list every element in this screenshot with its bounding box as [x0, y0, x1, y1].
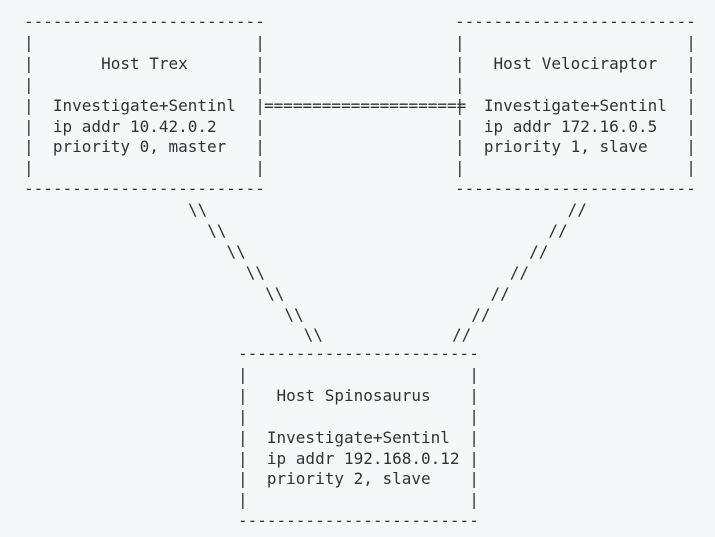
trex-border-bottom: -------------------------: [24, 179, 265, 199]
trex-row-blank-3: | |: [24, 158, 265, 178]
node-box-spinosaurus: ------------------------- | | | Host Spi…: [238, 332, 479, 532]
spinosaurus-border-top: -------------------------: [238, 344, 479, 363]
diag-left-row-2: \\: [188, 220, 227, 240]
diag-right-row-3: //: [452, 241, 549, 261]
trex-row-title: | Host Trex |: [24, 53, 265, 73]
diag-left-row-5: \\: [188, 283, 285, 303]
velociraptor-row-ip: | ip addr 172.16.0.5 |: [455, 116, 696, 136]
trex-row-priority: | priority 0, master |: [24, 137, 265, 157]
trex-row-ip: | ip addr 10.42.0.2 |: [24, 116, 265, 136]
trex-row-service: | Investigate+Sentinl |: [24, 95, 265, 115]
node-box-trex: ------------------------- | | | Host Tre…: [24, 0, 265, 200]
diag-right-row-1: //: [452, 200, 587, 219]
diag-right-row-4: //: [452, 262, 530, 282]
diag-left-row-6: \\: [188, 304, 304, 324]
diag-right-row-6: //: [452, 304, 491, 324]
spinosaurus-row-title: | Host Spinosaurus |: [238, 385, 479, 405]
diag-left-row-1: \\: [188, 200, 208, 219]
diag-left-row-7: \\: [188, 325, 323, 345]
diag-left-row-3: \\: [188, 241, 246, 261]
velociraptor-border-bottom: -------------------------: [455, 179, 696, 199]
velociraptor-row-title: | Host Velociraptor |: [455, 53, 696, 73]
spinosaurus-row-blank-3: | |: [238, 490, 479, 510]
velociraptor-row-priority: | priority 1, slave |: [455, 137, 696, 157]
spinosaurus-row-ip: | ip addr 192.168.0.12 |: [238, 448, 479, 468]
spinosaurus-row-blank-1: | |: [238, 364, 479, 384]
diag-left-row-4: \\: [188, 262, 266, 282]
node-box-velociraptor: ------------------------- | | | Host Vel…: [455, 0, 696, 200]
spinosaurus-row-priority: | priority 2, slave |: [238, 469, 479, 489]
link-velociraptor-spinosaurus: // // // // // // //: [452, 188, 587, 346]
spinosaurus-row-blank-2: | |: [238, 406, 479, 426]
velociraptor-row-blank-3: | |: [455, 158, 696, 178]
spinosaurus-border-bottom: -------------------------: [238, 511, 479, 531]
trex-row-blank-1: | |: [24, 32, 265, 52]
link-trex-velociraptor: =====================: [264, 84, 466, 117]
trex-border-top: -------------------------: [24, 12, 265, 31]
velociraptor-row-service: | Investigate+Sentinl |: [455, 95, 696, 115]
diag-right-row-7: //: [452, 325, 472, 345]
spinosaurus-row-service: | Investigate+Sentinl |: [238, 427, 479, 447]
link-equals-glyphs: =====================: [264, 95, 467, 115]
link-trex-spinosaurus: \\ \\ \\ \\ \\ \\ \\: [188, 188, 323, 346]
diag-right-row-2: //: [452, 220, 568, 240]
trex-row-blank-2: | |: [24, 74, 265, 94]
velociraptor-row-blank-1: | |: [455, 32, 696, 52]
diag-right-row-5: //: [452, 283, 510, 303]
velociraptor-border-top: -------------------------: [455, 12, 696, 31]
velociraptor-row-blank-2: | |: [455, 74, 696, 94]
